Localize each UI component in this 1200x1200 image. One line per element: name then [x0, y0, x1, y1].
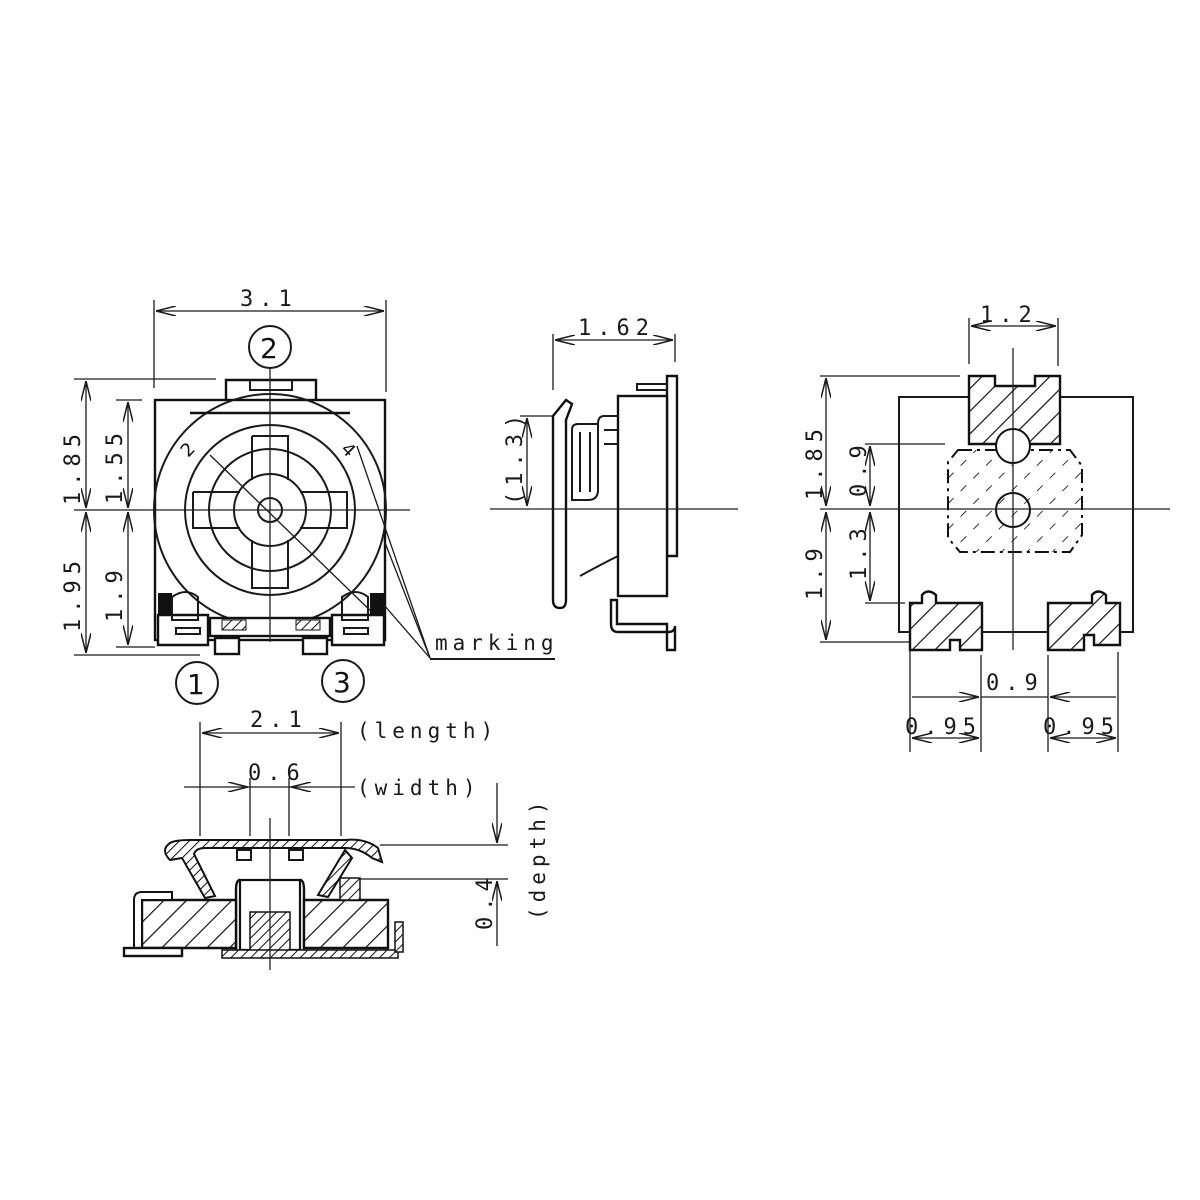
dim-pad-gap: 0.9 [986, 671, 1044, 696]
length-label: (length) [357, 719, 498, 743]
pin-2-label: 2 [248, 325, 292, 369]
dim-bottom-inner: 1.9 [103, 564, 128, 622]
dim-offset: (1.3) [503, 409, 528, 505]
dim-top: 1.85 [61, 428, 86, 505]
dim-width: 0.6 [248, 761, 306, 786]
dim-depth: 0.4 [473, 872, 498, 930]
dim-bottom: 1.95 [61, 555, 86, 632]
svg-text:1: 1 [187, 668, 205, 701]
footprint-view: 1.2 1.85 1.9 0.9 1.3 [803, 303, 1170, 752]
dim-width: 3.1 [240, 287, 298, 312]
side-view: 1.62 (1.3) [490, 316, 738, 652]
front-view: 3.1 2 1.85 1.95 1.55 1.9 [61, 287, 559, 705]
svg-text:3: 3 [333, 666, 351, 699]
dim-fp-bottom: 1.9 [803, 542, 828, 600]
pin-3-label: 3 [321, 659, 365, 703]
dim-left-pad: 0.95 [905, 715, 982, 740]
pin-1-label: 1 [175, 661, 219, 705]
width-label: (width) [357, 776, 481, 800]
dim-pad-width: 1.2 [980, 303, 1038, 328]
marking-label: marking [435, 631, 559, 655]
depth-label: (depth) [526, 796, 550, 920]
dim-fp-inner-top: 0.9 [847, 439, 872, 497]
dim-depth: 1.62 [578, 316, 655, 341]
section-view: 2.1 (length) 0.6 (width) 0.4 (depth) [122, 708, 550, 970]
dim-fp-inner-bottom: 1.3 [847, 522, 872, 580]
dim-top-inner: 1.55 [103, 427, 128, 504]
dim-length: 2.1 [250, 708, 308, 733]
dim-fp-top: 1.85 [803, 423, 828, 500]
svg-text:2: 2 [260, 332, 278, 365]
dim-right-pad: 0.95 [1043, 715, 1120, 740]
